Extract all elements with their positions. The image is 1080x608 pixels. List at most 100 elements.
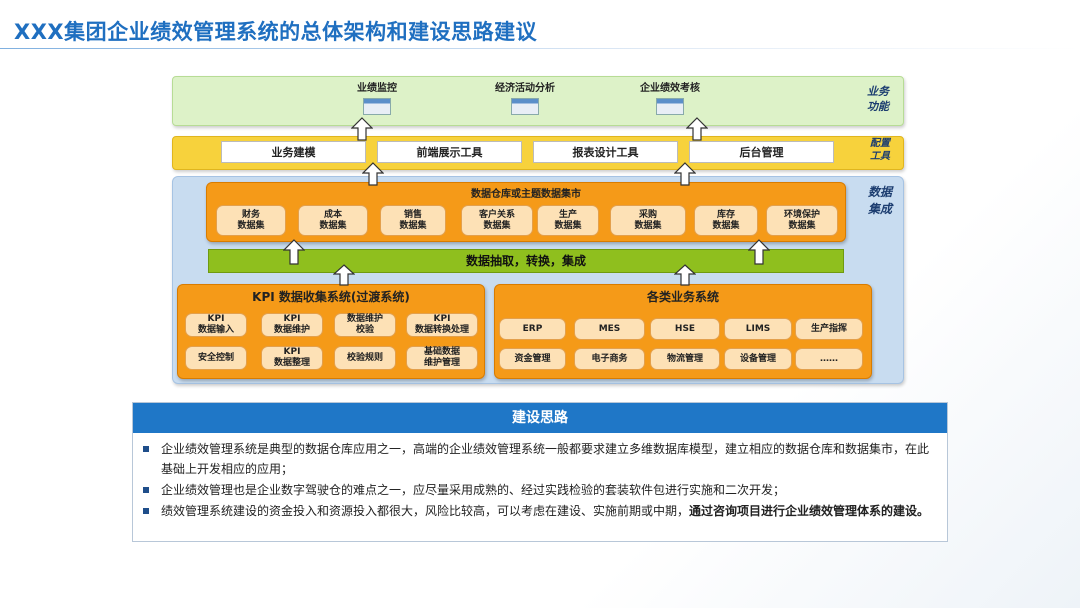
architecture-diagram: 业务 功能 业绩监控 经济活动分析 企业绩效考核 配置 工具 业务建模 前端展示…: [172, 76, 904, 384]
system-ecommerce: 电子商务: [574, 348, 645, 370]
data-layer-label: 数据 集成: [860, 184, 900, 218]
dataset-name: 财务: [241, 209, 260, 220]
screenshot-thumbnail-icon: [511, 98, 539, 115]
function-label: 业绩监控: [357, 83, 397, 94]
construction-ideas-box: 建设思路 企业绩效管理系统是典型的数据仓库应用之一，高端的企业绩效管理系统一般都…: [132, 402, 948, 542]
bullet-square-icon: [143, 446, 149, 452]
kpi-system-title: KPI 数据收集系统(过渡系统): [252, 290, 410, 304]
data-label-line2: 集成: [867, 202, 892, 216]
dataset-inventory: 库存数据集: [694, 205, 758, 236]
config-layer-label: 配置 工具: [862, 137, 898, 163]
kpi-cell-line2: 数据整理: [273, 358, 310, 368]
dataset-suffix: 数据集: [634, 220, 662, 231]
dataset-finance: 财务数据集: [216, 205, 286, 236]
dataset-name: 成本: [323, 209, 342, 220]
etl-bar: 数据抽取，转换，集成: [208, 249, 844, 273]
kpi-cell-line2: 校验: [355, 325, 374, 335]
kpi-cell-line2: 维护管理: [423, 358, 460, 368]
system-lims: LIMS: [724, 318, 792, 340]
idea-text: 企业绩效管理系统是典型的数据仓库应用之一，高端的企业绩效管理系统一般都要求建立多…: [161, 442, 930, 476]
kpi-cell: 校验规则: [334, 346, 396, 370]
up-arrow-icon: [362, 162, 384, 186]
kpi-cell-line1: 安全控制: [197, 352, 234, 363]
system-treasury: 资金管理: [499, 348, 566, 370]
kpi-cell: 基础数据维护管理: [406, 346, 478, 370]
system-equipment: 设备管理: [724, 348, 792, 370]
idea-emphasis: 通过咨询项目进行企业绩效管理体系的建设。: [689, 504, 930, 518]
dataset-name: 采购: [638, 209, 657, 220]
up-arrow-icon: [674, 264, 696, 286]
dataset-cost: 成本数据集: [298, 205, 368, 236]
up-arrow-icon: [333, 264, 355, 286]
tool-report-design: 报表设计工具: [533, 141, 678, 163]
kpi-cell-line1: 校验规则: [346, 352, 383, 363]
dataset-suffix: 数据集: [319, 220, 347, 231]
kpi-cell: 数据维护校验: [334, 313, 396, 337]
dataset-suffix: 数据集: [237, 220, 265, 231]
system-mes: MES: [574, 318, 645, 340]
kpi-cell-line1: KPI: [283, 347, 301, 357]
function-item-assessment: 企业绩效考核: [625, 79, 715, 115]
kpi-cell-line1: 数据维护: [346, 314, 383, 324]
dataset-suffix: 数据集: [712, 220, 740, 231]
dataset-suffix: 数据集: [554, 220, 582, 231]
dataset-suffix: 数据集: [788, 220, 816, 231]
title-divider: [0, 48, 1080, 49]
function-label: 企业绩效考核: [640, 83, 700, 94]
kpi-cell-line1: KPI: [433, 314, 451, 324]
up-arrow-icon: [283, 239, 305, 265]
kpi-cell-line2: 数据输入: [197, 325, 234, 335]
up-arrow-icon: [686, 117, 708, 141]
kpi-cell-line1: KPI: [283, 314, 301, 324]
up-arrow-icon: [351, 117, 373, 141]
page-title: XXX集团企业绩效管理系统的总体架构和建设思路建议: [14, 20, 538, 44]
business-systems-title: 各类业务系统: [646, 290, 719, 304]
tool-backend-admin: 后台管理: [689, 141, 834, 163]
ideas-header: 建设思路: [133, 403, 947, 433]
system-logistics: 物流管理: [650, 348, 720, 370]
kpi-cell-line1: KPI: [207, 314, 225, 324]
business-label-line1: 业务: [867, 85, 889, 98]
bullet-square-icon: [143, 487, 149, 493]
idea-text: 企业绩效管理也是企业数字驾驶仓的难点之一，应尽量采用成熟的、经过实践检验的套装软…: [161, 483, 786, 497]
dataset-name: 销售: [403, 209, 422, 220]
function-item-monitor: 业绩监控: [332, 79, 422, 115]
business-layer-label: 业务 功能: [858, 84, 898, 114]
kpi-cell-line2: 数据维护: [273, 325, 310, 335]
function-label: 经济活动分析: [495, 83, 555, 94]
data-label-line1: 数据: [867, 185, 892, 199]
dataset-name: 环境保护: [783, 209, 820, 220]
dataset-name: 生产: [558, 209, 577, 220]
ideas-list: 企业绩效管理系统是典型的数据仓库应用之一，高端的企业绩效管理系统一般都要求建立多…: [133, 433, 947, 521]
idea-item: 企业绩效管理系统是典型的数据仓库应用之一，高端的企业绩效管理系统一般都要求建立多…: [143, 439, 935, 479]
up-arrow-icon: [674, 162, 696, 186]
dataset-suffix: 数据集: [483, 220, 511, 231]
warehouse-title: 数据仓库或主题数据集市: [471, 189, 581, 200]
config-label-line1: 配置: [870, 138, 890, 149]
system-more: ……: [795, 348, 863, 370]
system-erp: ERP: [499, 318, 566, 340]
kpi-cell: 安全控制: [185, 346, 247, 370]
system-production-command: 生产指挥: [795, 318, 863, 340]
dataset-environment: 环境保护数据集: [766, 205, 838, 236]
idea-item: 企业绩效管理也是企业数字驾驶仓的难点之一，应尽量采用成熟的、经过实践检验的套装软…: [143, 480, 935, 500]
bullet-square-icon: [143, 508, 149, 514]
dataset-name: 库存: [716, 209, 735, 220]
screenshot-thumbnail-icon: [363, 98, 391, 115]
dataset-sales: 销售数据集: [380, 205, 446, 236]
kpi-cell-line2: 数据转换处理: [414, 325, 469, 335]
system-hse: HSE: [650, 318, 720, 340]
screenshot-thumbnail-icon: [656, 98, 684, 115]
dataset-production: 生产数据集: [537, 205, 599, 236]
idea-text: 绩效管理系统建设的资金投入和资源投入都很大，风险比较高，可以考虑在建设、实施前期…: [161, 504, 690, 518]
dataset-suffix: 数据集: [399, 220, 427, 231]
config-label-line2: 工具: [870, 151, 890, 162]
up-arrow-icon: [748, 239, 770, 265]
tool-business-modeling: 业务建模: [221, 141, 366, 163]
function-item-analysis: 经济活动分析: [480, 79, 570, 115]
idea-item: 绩效管理系统建设的资金投入和资源投入都很大，风险比较高，可以考虑在建设、实施前期…: [143, 501, 935, 521]
